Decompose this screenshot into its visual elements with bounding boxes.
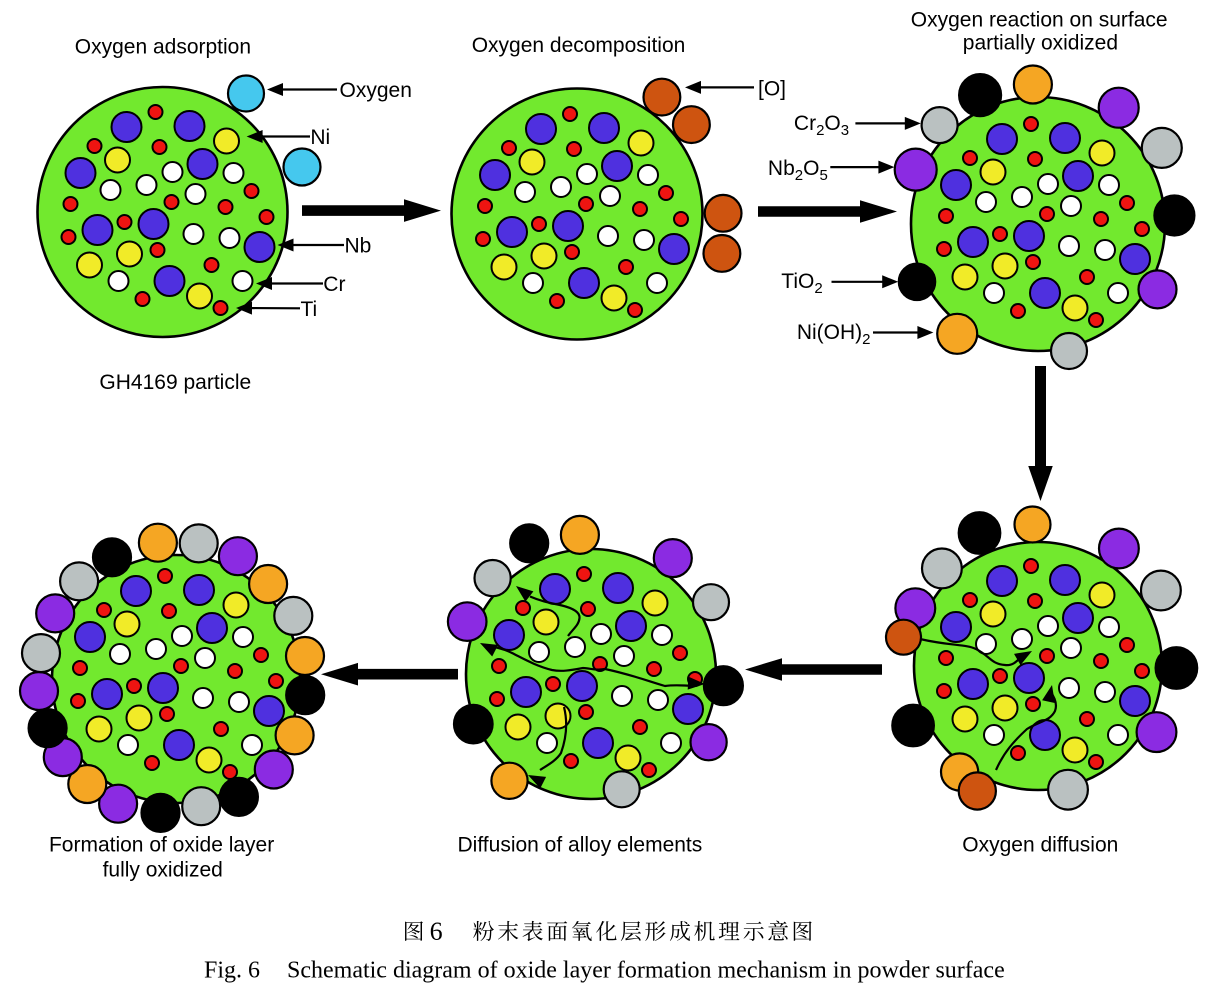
svg-text:3: 3 bbox=[841, 122, 849, 139]
svg-text:Ni: Ni bbox=[310, 126, 330, 149]
svg-text:Diffusion of alloy elements: Diffusion of alloy elements bbox=[458, 834, 703, 857]
svg-text:Fig. 6: Fig. 6 bbox=[204, 958, 260, 984]
svg-text:TiO: TiO bbox=[781, 270, 814, 293]
svg-text:Cr: Cr bbox=[794, 112, 816, 135]
svg-text:Schematic diagram of oxide lay: Schematic diagram of oxide layer formati… bbox=[287, 958, 1005, 984]
svg-text:O: O bbox=[803, 157, 819, 180]
svg-text:2: 2 bbox=[816, 122, 824, 139]
svg-text:Oxygen adsorption: Oxygen adsorption bbox=[75, 35, 251, 58]
svg-text:Nb: Nb bbox=[768, 157, 795, 180]
svg-text:Formation of oxide layer: Formation of oxide layer bbox=[49, 834, 274, 857]
svg-text:O: O bbox=[824, 112, 840, 135]
svg-text:Nb: Nb bbox=[345, 235, 372, 258]
svg-text:GH4169 particle: GH4169 particle bbox=[99, 371, 251, 394]
svg-text:Ti: Ti bbox=[301, 298, 318, 321]
svg-text:Oxygen reaction on surface: Oxygen reaction on surface bbox=[911, 8, 1168, 31]
svg-text:Oxygen: Oxygen bbox=[340, 79, 412, 102]
svg-text:fully oxidized: fully oxidized bbox=[103, 859, 223, 882]
svg-text:Oxygen diffusion: Oxygen diffusion bbox=[962, 834, 1118, 857]
svg-text:partially oxidized: partially oxidized bbox=[963, 32, 1118, 55]
svg-text:[O]: [O] bbox=[758, 78, 786, 101]
svg-text:5: 5 bbox=[819, 167, 827, 184]
svg-text:Cr: Cr bbox=[323, 273, 345, 296]
svg-text:2: 2 bbox=[814, 280, 822, 297]
svg-text:2: 2 bbox=[795, 167, 803, 184]
svg-text:Oxygen decomposition: Oxygen decomposition bbox=[472, 34, 686, 57]
svg-text:Ni(OH): Ni(OH) bbox=[797, 321, 862, 344]
svg-text:2: 2 bbox=[862, 331, 870, 348]
